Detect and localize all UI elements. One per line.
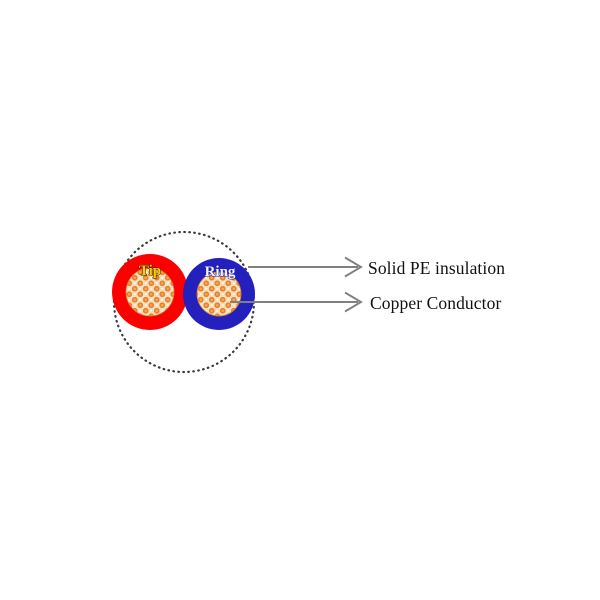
callout-label-conductor: Copper Conductor [370, 293, 502, 313]
callout-arrow-conductor [230, 291, 363, 313]
tip-copper-core [126, 268, 174, 316]
ring-core-outline [196, 271, 242, 317]
callout-label-insulation: Solid PE insulation [368, 258, 506, 278]
ring-copper-core [197, 272, 241, 316]
ring-label: Ring [205, 264, 236, 280]
callout-arrow-insulation [248, 256, 363, 278]
tip-core-outline [125, 267, 175, 317]
tip-label: Tip [139, 263, 161, 279]
